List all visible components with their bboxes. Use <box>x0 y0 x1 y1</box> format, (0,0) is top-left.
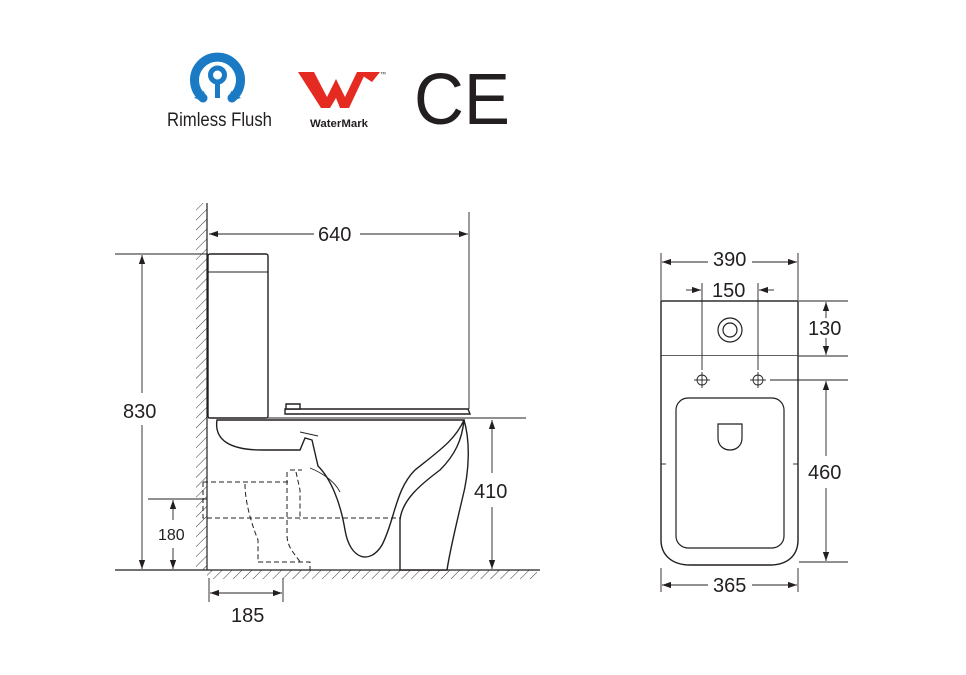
base-width-label: 365 <box>713 575 746 597</box>
outlet-offset-label: 185 <box>231 605 264 627</box>
hole-spacing-label: 150 <box>712 280 745 302</box>
watermark-tm: ™ <box>380 71 386 78</box>
watermark-w-icon <box>298 72 379 108</box>
width-label: 640 <box>318 224 351 246</box>
rimless-icon <box>190 52 245 103</box>
side-view: 640 830 410 180 185 <box>115 203 540 627</box>
watermark-label: WaterMark <box>310 118 369 130</box>
dim-outlet-height-180: 180 <box>158 500 185 569</box>
rimless-flush-logo: Rimless Flush <box>167 52 272 131</box>
floor <box>115 569 540 579</box>
dim-outlet-offset-185: 185 <box>210 589 282 627</box>
dim-base-width-365: 365 <box>662 575 797 597</box>
bowl-depth-label: 460 <box>808 462 841 484</box>
dim-top-width-390: 390 <box>662 249 797 271</box>
dim-width-640: 640 <box>209 224 468 246</box>
dim-hole-spacing-150: 150 <box>686 280 774 302</box>
cistern <box>207 253 269 419</box>
top-view: 390 150 130 460 365 <box>660 249 848 597</box>
wall <box>196 203 208 570</box>
top-width-label: 390 <box>713 249 746 271</box>
concealed-trap <box>202 469 400 570</box>
tank-depth-label: 130 <box>808 318 841 340</box>
dim-tank-depth-130: 130 <box>808 302 841 355</box>
seat-lid <box>208 403 526 419</box>
ce-label: CE <box>414 60 510 140</box>
toilet-pan <box>216 419 469 571</box>
dim-seat-height-410: 410 <box>474 420 507 569</box>
fixing-holes <box>694 372 766 388</box>
logo-row: Rimless Flush ™ WaterMark CE <box>167 52 510 140</box>
outlet-height-label: 180 <box>158 527 185 544</box>
watermark-logo: ™ WaterMark <box>298 71 386 130</box>
ce-mark: CE <box>414 60 510 140</box>
dim-height-830: 830 <box>123 255 156 569</box>
tank-top <box>660 300 799 357</box>
seat-height-label: 410 <box>474 481 507 503</box>
bowl-outline <box>660 356 799 566</box>
rimless-flush-label: Rimless Flush <box>167 110 272 131</box>
height-label: 830 <box>123 401 156 423</box>
dim-bowl-depth-460: 460 <box>808 381 841 561</box>
